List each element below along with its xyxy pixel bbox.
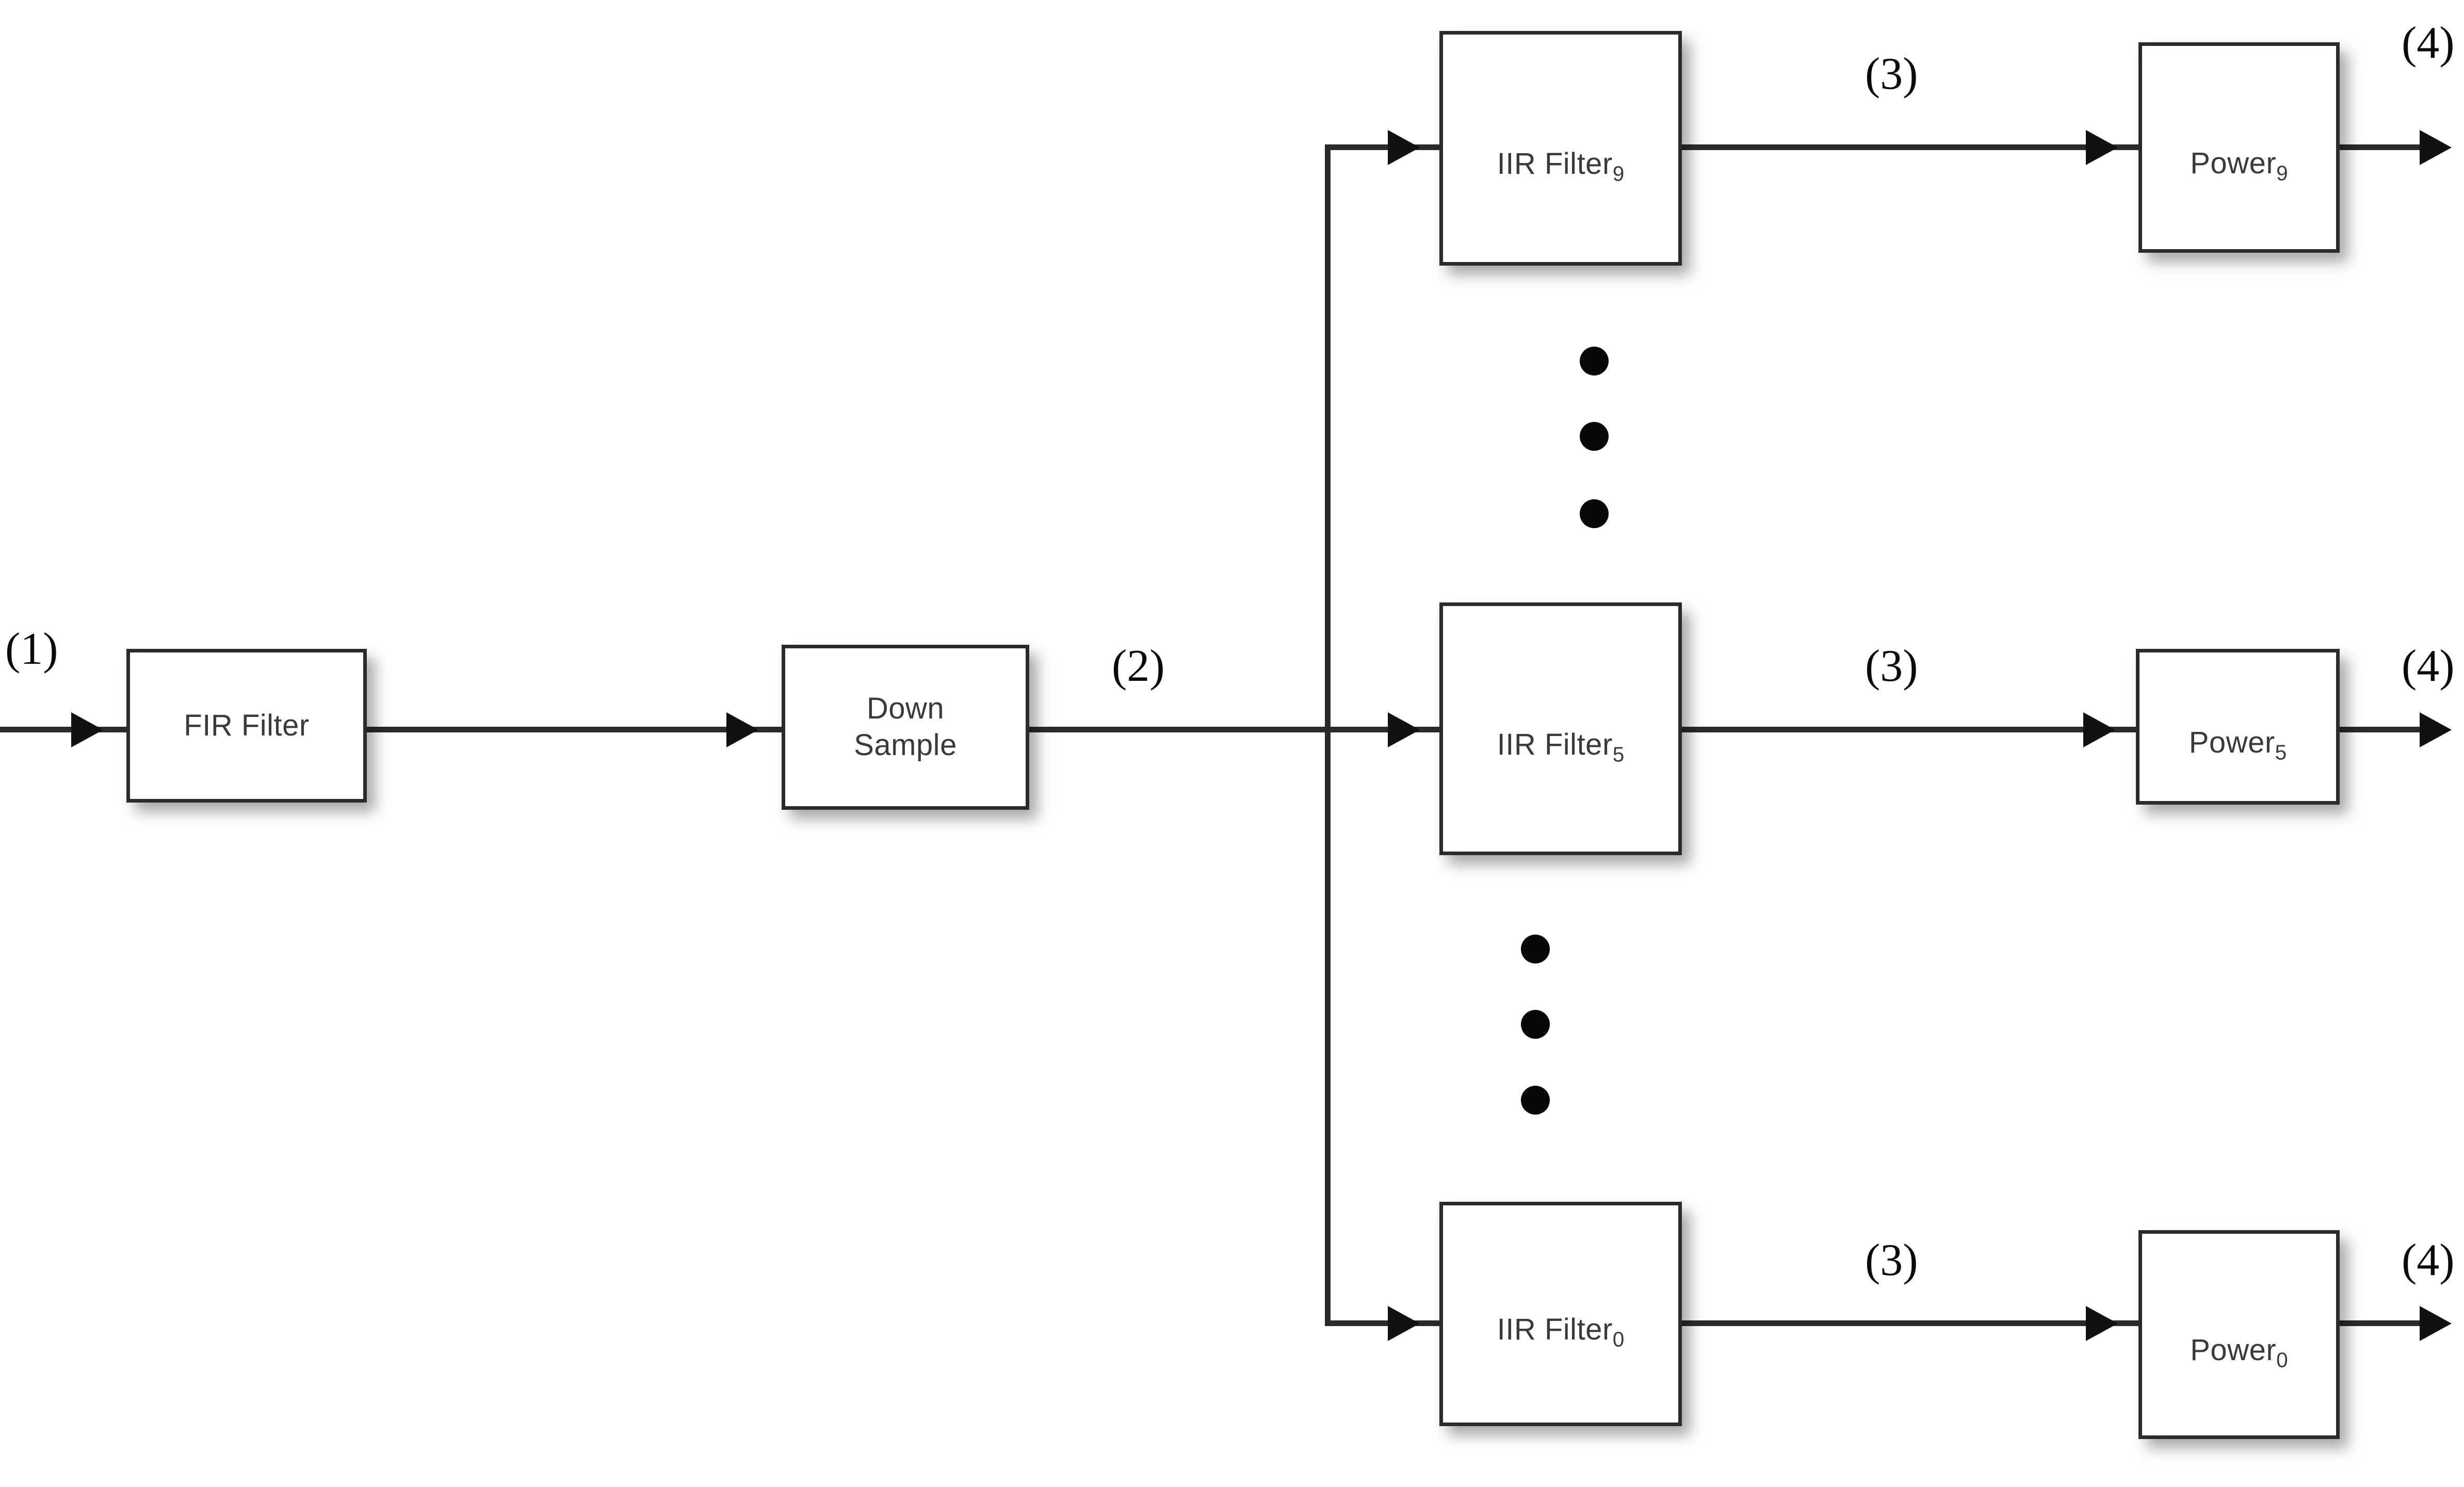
block-power-5-label: Power5: [2189, 688, 2287, 765]
wire-fir-to-downsample: [364, 727, 784, 732]
tap-label-3-bottom: (3): [1865, 1235, 1918, 1285]
block-iir-filter-0-subscript: 0: [1612, 1327, 1625, 1351]
block-power-9-label: Power9: [2190, 109, 2288, 186]
arrowhead-input-to-fir: [71, 712, 103, 747]
block-power-0-label: Power0: [2190, 1296, 2288, 1374]
wire-iir9-to-power9: [1679, 144, 2141, 150]
block-iir-filter-5-label: IIR Filter5: [1497, 690, 1625, 767]
ellipsis-dot: [1580, 347, 1609, 375]
arrowhead-power0-output: [2420, 1306, 2452, 1341]
block-iir-filter-9-base: IIR Filter: [1497, 147, 1613, 181]
ellipsis-dot: [1521, 1010, 1550, 1039]
wire-iir0-to-power0: [1679, 1320, 2141, 1326]
block-power-5-base: Power: [2189, 725, 2275, 759]
block-iir-filter-9-subscript: 9: [1612, 161, 1625, 186]
wire-power0-output: [2337, 1320, 2440, 1326]
arrowhead-iir5-to-power5: [2083, 712, 2115, 747]
block-power-0-base: Power: [2190, 1333, 2277, 1367]
wire-power5-output: [2337, 727, 2440, 732]
arrowhead-bus-to-iir9: [1388, 130, 1420, 165]
tap-label-3-top: (3): [1865, 49, 1918, 99]
tap-label-1: (1): [5, 624, 58, 674]
ellipsis-dot: [1580, 499, 1609, 528]
wire-vertical-bus: [1325, 144, 1331, 1326]
wire-downsample-to-bus: [1027, 727, 1442, 732]
arrowhead-iir9-to-power9: [2086, 130, 2118, 165]
arrowhead-iir0-to-power0: [2086, 1306, 2118, 1341]
block-power-5[interactable]: Power5: [2136, 649, 2340, 805]
block-iir-filter-0[interactable]: IIR Filter0: [1439, 1202, 1682, 1426]
wire-bus-to-iir0: [1325, 1320, 1444, 1326]
block-iir-filter-5-base: IIR Filter: [1497, 727, 1613, 761]
block-iir-filter-0-base: IIR Filter: [1497, 1313, 1613, 1347]
arrowhead-power5-output: [2420, 712, 2452, 747]
block-iir-filter-5[interactable]: IIR Filter5: [1439, 602, 1682, 855]
block-fir-filter-label: FIR Filter: [184, 708, 310, 742]
block-power-5-subscript: 5: [2275, 740, 2287, 764]
block-power-9-subscript: 9: [2276, 161, 2288, 185]
block-iir-filter-5-subscript: 5: [1612, 742, 1625, 766]
tap-label-4-bottom: (4): [2402, 1235, 2455, 1285]
arrowhead-bus-to-iir0: [1388, 1306, 1420, 1341]
block-iir-filter-9-label: IIR Filter9: [1497, 110, 1625, 187]
block-down-sample-label: Down Sample: [854, 692, 957, 762]
wire-iir5-to-power5: [1679, 727, 2138, 732]
block-power-0-subscript: 0: [2276, 1348, 2288, 1372]
ellipsis-dot: [1580, 422, 1609, 451]
wire-input-to-fir: [0, 727, 129, 732]
block-power-9-base: Power: [2190, 146, 2277, 180]
wire-power9-output: [2337, 144, 2440, 150]
block-fir-filter[interactable]: FIR Filter: [126, 649, 367, 803]
block-down-sample[interactable]: Down Sample: [782, 645, 1029, 810]
block-iir-filter-0-label: IIR Filter0: [1497, 1276, 1625, 1353]
arrowhead-power9-output: [2420, 130, 2452, 165]
arrowhead-fir-to-downsample: [726, 712, 758, 747]
ellipsis-dot: [1521, 1086, 1550, 1115]
block-iir-filter-9[interactable]: IIR Filter9: [1439, 31, 1682, 266]
block-power-9[interactable]: Power9: [2138, 42, 2340, 253]
wire-bus-to-iir9: [1325, 144, 1444, 150]
tap-label-4-top: (4): [2402, 18, 2455, 68]
tap-label-2: (2): [1112, 641, 1165, 691]
ellipsis-dot: [1521, 935, 1550, 963]
arrowhead-bus-to-iir5: [1388, 712, 1420, 747]
block-power-0[interactable]: Power0: [2138, 1230, 2340, 1439]
tap-label-4-mid: (4): [2402, 641, 2455, 691]
tap-label-3-mid: (3): [1865, 641, 1918, 691]
